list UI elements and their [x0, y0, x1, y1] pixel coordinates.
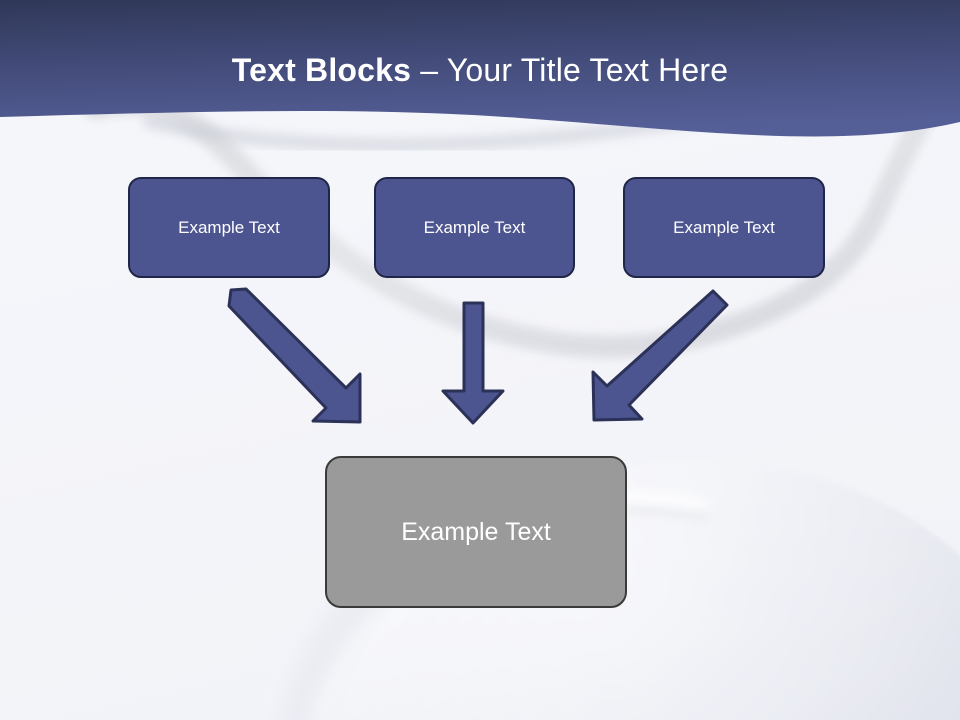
result-block-label: Example Text	[401, 517, 551, 546]
text-block-3[interactable]: Example Text	[623, 177, 825, 278]
text-block-1[interactable]: Example Text	[128, 177, 330, 278]
text-block-3-label: Example Text	[673, 217, 775, 237]
text-block-2[interactable]: Example Text	[374, 177, 575, 278]
arrow-diagonal-down-left-icon	[591, 289, 729, 422]
text-block-2-label: Example Text	[423, 217, 526, 237]
arrow-down-icon	[441, 301, 505, 425]
result-block[interactable]: Example Text	[325, 456, 627, 608]
text-block-1-label: Example Text	[178, 217, 280, 237]
arrow-diagonal-down-right-icon	[227, 287, 362, 424]
